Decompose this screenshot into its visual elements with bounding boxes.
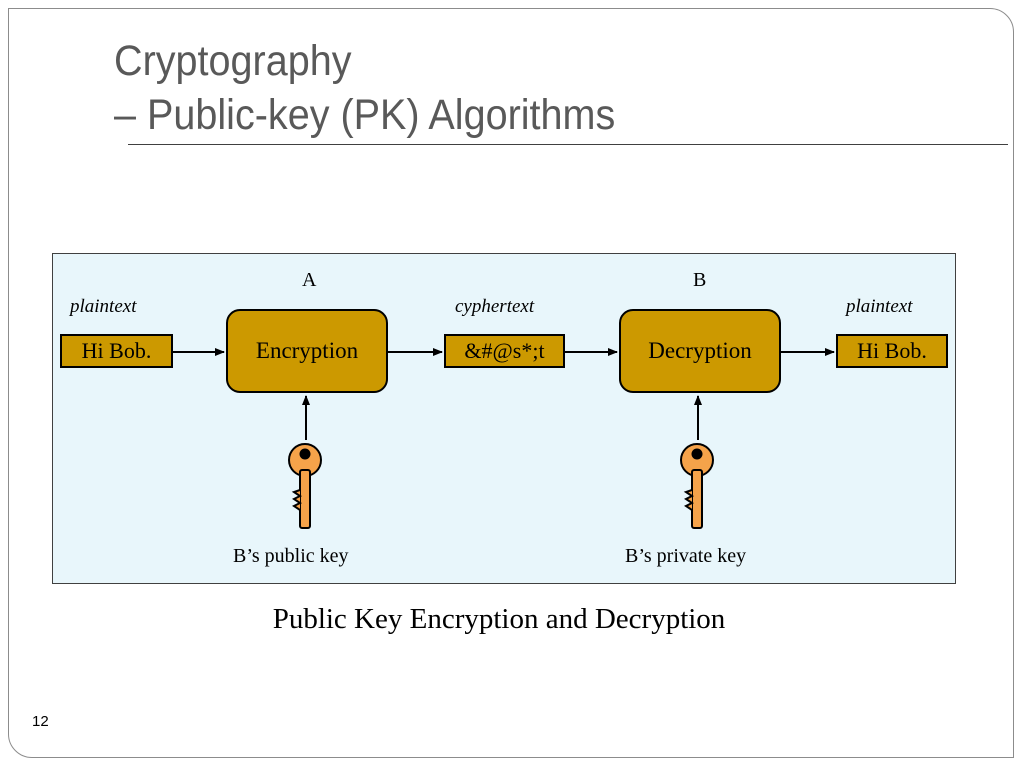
diagram-panel (52, 253, 956, 584)
diagram-caption: Public Key Encryption and Decryption (272, 603, 726, 635)
input-plaintext-box: Hi Bob. (60, 334, 173, 368)
ciphertext-box: &#@s*;t (444, 334, 565, 368)
title-line-2: – Public-key (PK) Algorithms (114, 91, 616, 139)
title-underline (128, 144, 1008, 145)
output-plaintext-box: Hi Bob. (836, 334, 948, 368)
party-b-label: B (693, 269, 707, 291)
title-line-1: Cryptography (114, 37, 352, 85)
page-number: 12 (32, 713, 49, 730)
encryption-box: Encryption (226, 309, 388, 393)
private-key-label: B’s private key (625, 545, 747, 567)
public-key-label: B’s public key (233, 545, 349, 567)
public-key-icon (288, 443, 322, 529)
decryption-box: Decryption (619, 309, 781, 393)
plaintext-label-left: plaintext (70, 296, 137, 317)
cyphertext-label: cyphertext (455, 296, 535, 317)
slide-title: Cryptography – Public-key (PK) Algorithm… (114, 34, 615, 142)
private-key-icon (680, 443, 714, 529)
party-a-label: A (302, 269, 317, 291)
plaintext-label-right: plaintext (846, 296, 913, 317)
slide-frame (8, 8, 1014, 758)
